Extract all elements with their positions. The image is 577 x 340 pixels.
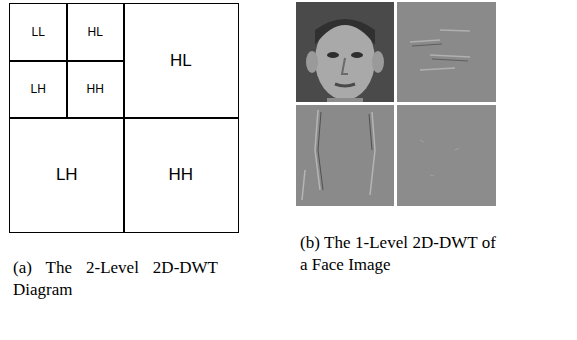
face-image-bands — [296, 2, 496, 206]
hh-band — [397, 105, 496, 206]
nose — [342, 58, 348, 74]
subband-label: LH — [56, 166, 78, 183]
subband-label: HL — [88, 26, 103, 38]
hair — [315, 19, 375, 45]
subband-label: LH — [31, 83, 46, 95]
subband-box: HH — [66, 60, 125, 119]
figure-caption: (a) The 2-Level 2D-DWT Diagram — [13, 257, 218, 301]
detail-lines — [302, 110, 375, 200]
mouth — [335, 84, 355, 86]
lh-band — [296, 105, 394, 206]
face-shape — [315, 20, 375, 100]
detail-lines — [412, 44, 468, 61]
hl-band — [397, 2, 496, 102]
subband-label: HH — [87, 83, 104, 95]
detail-lines — [318, 112, 372, 190]
ll-band — [296, 2, 394, 102]
subband-label: HL — [170, 52, 192, 69]
subband-box: LL — [9, 3, 68, 62]
band-separator — [296, 2, 496, 206]
subband-box: LH — [9, 60, 68, 119]
ear — [306, 51, 318, 73]
subband-box: HH — [123, 117, 239, 233]
subband-box: LH — [9, 117, 125, 233]
figure-caption: (b) The 1-Level 2D-DWT of a Face Image — [300, 232, 496, 276]
eye — [351, 52, 363, 58]
eye — [327, 52, 339, 58]
detail-lines — [410, 30, 470, 70]
subband-box: HL — [123, 3, 239, 119]
detail-lines — [420, 140, 459, 176]
subband-label: HH — [168, 166, 193, 183]
ear — [372, 51, 384, 73]
neck — [327, 98, 363, 102]
subband-box: HL — [66, 3, 125, 62]
subband-label: LL — [32, 26, 45, 38]
